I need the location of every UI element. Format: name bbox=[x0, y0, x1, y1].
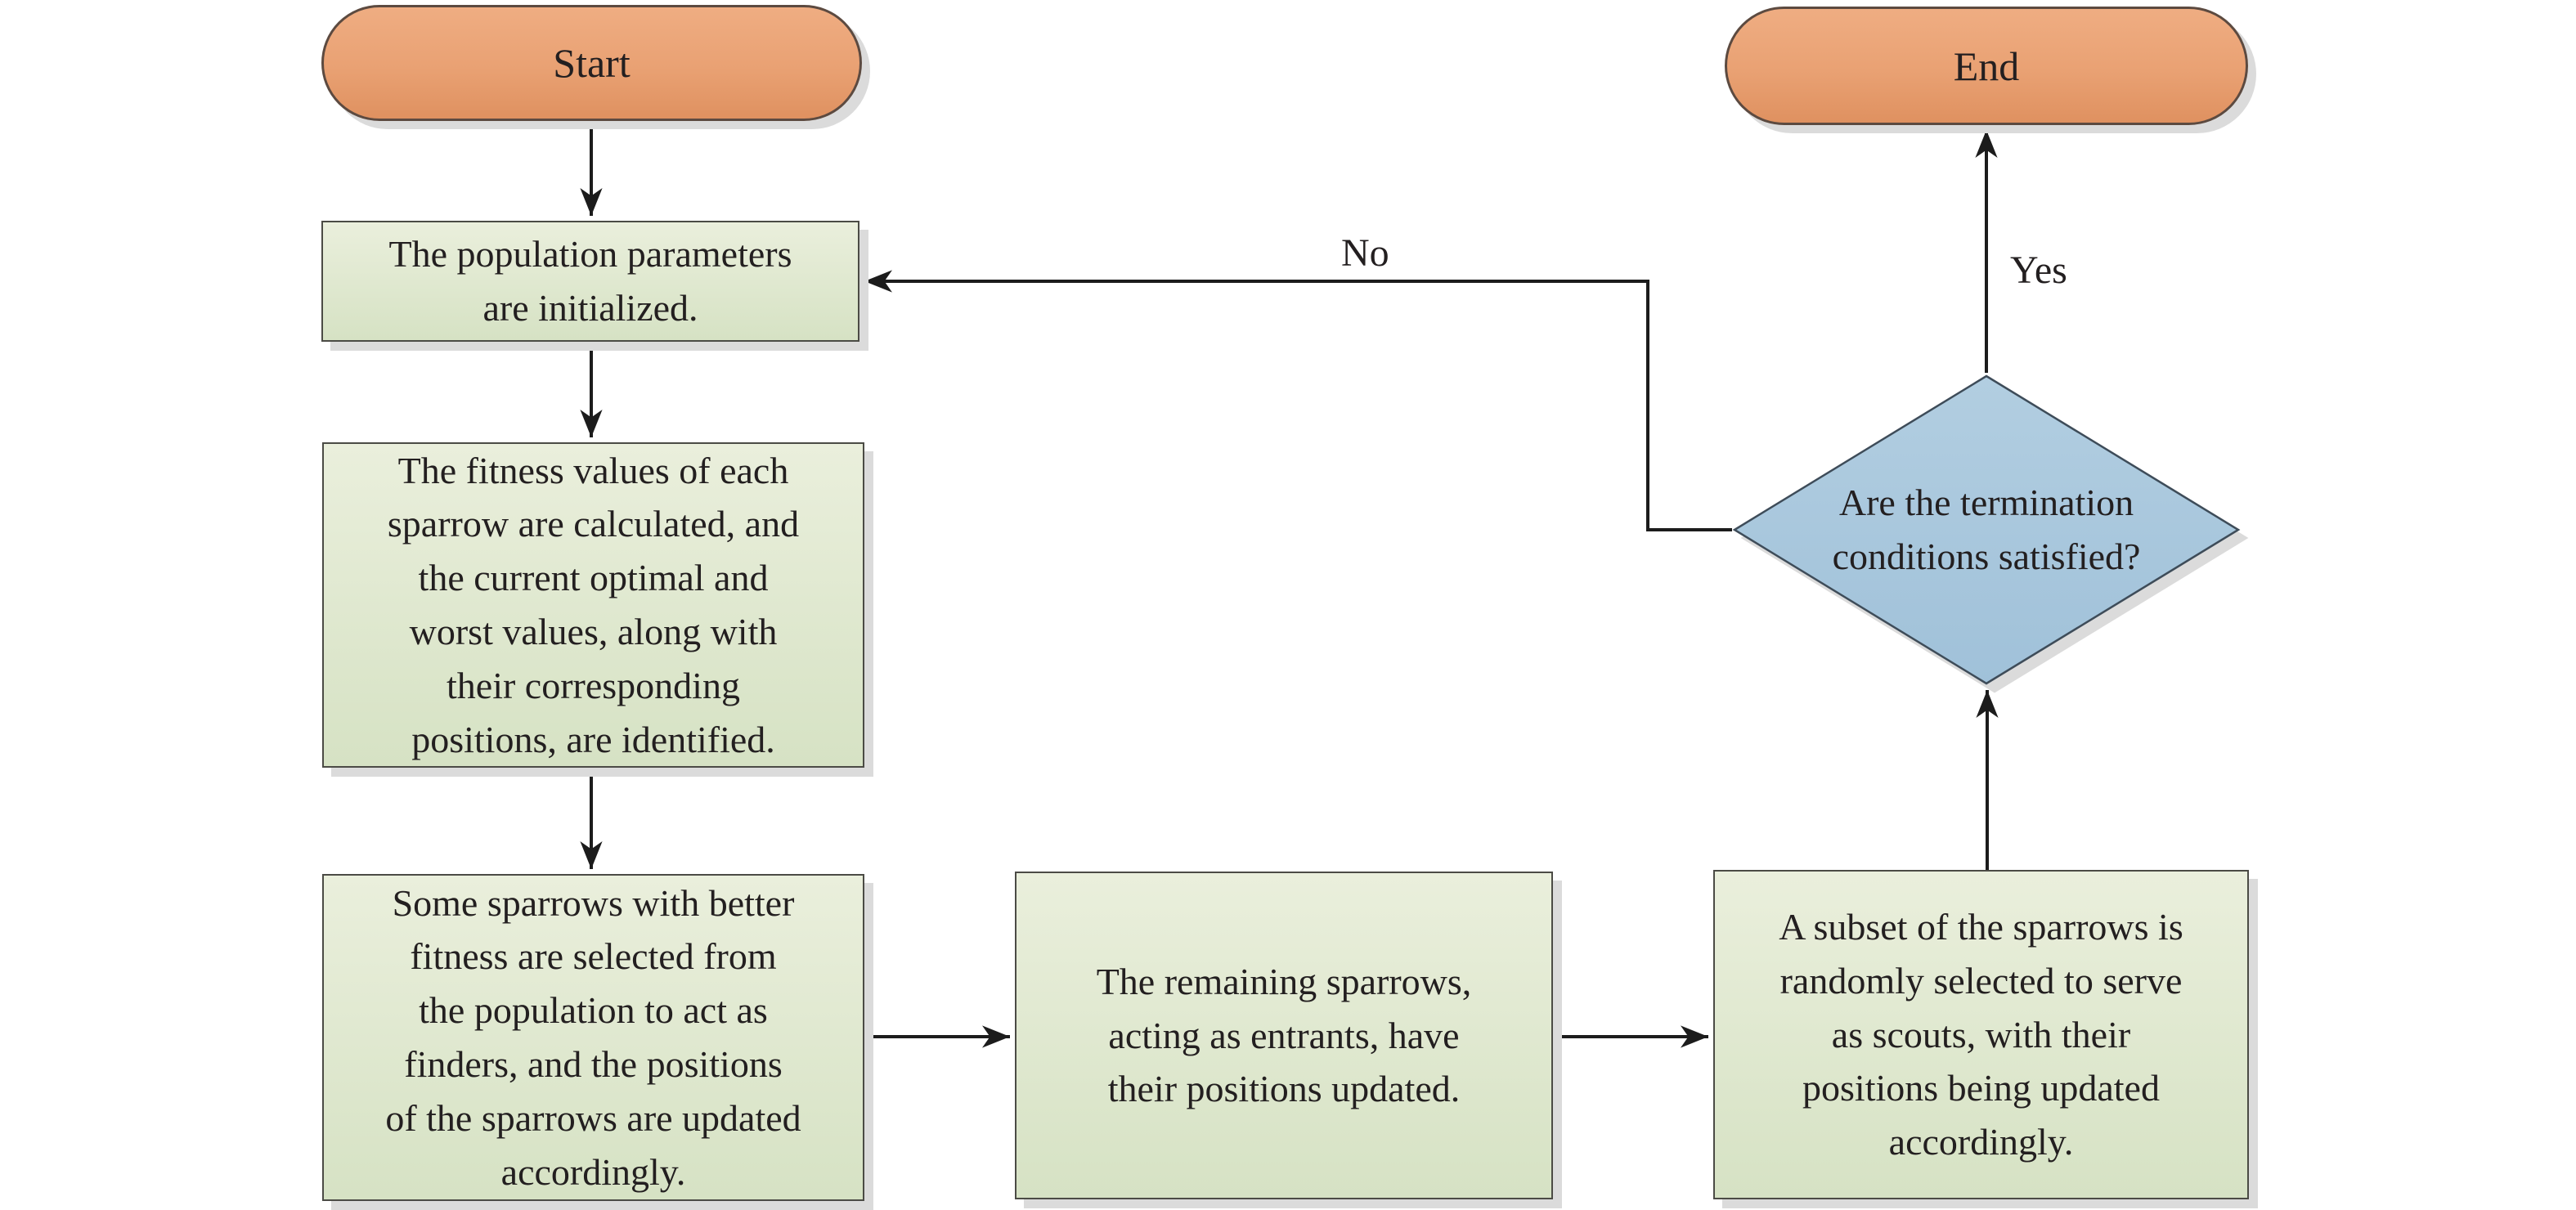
init-process-box: The population parameters are initialize… bbox=[321, 221, 859, 342]
finders-process-box: Some sparrows with better fitness are se… bbox=[322, 874, 864, 1201]
end-label: End bbox=[1953, 43, 2020, 89]
decision-diamond-shape bbox=[1732, 374, 2241, 685]
fitness-process-box: The fitness values of each sparrow are c… bbox=[322, 442, 864, 768]
decision-label: Are the termination conditions satisfied… bbox=[1832, 482, 2141, 577]
diamond-polygon bbox=[1732, 374, 2241, 685]
edge-label-no: No bbox=[1341, 231, 1389, 275]
scouts-label: A subset of the sparrows is randomly sel… bbox=[1779, 906, 2183, 1163]
end-terminal: End bbox=[1725, 7, 2248, 125]
finders-label: Some sparrows with better fitness are se… bbox=[385, 881, 801, 1193]
decision-diamond: Are the termination conditions satisfied… bbox=[1732, 374, 2241, 685]
start-terminal: Start bbox=[321, 5, 862, 121]
scouts-process-box: A subset of the sparrows is randomly sel… bbox=[1713, 870, 2249, 1199]
init-label: The population parameters are initialize… bbox=[388, 233, 792, 329]
edge-label-yes: Yes bbox=[2010, 249, 2067, 292]
fitness-label: The fitness values of each sparrow are c… bbox=[387, 449, 800, 760]
entrants-label: The remaining sparrows, acting as entran… bbox=[1096, 960, 1472, 1110]
arrow-decision-no-to-init bbox=[864, 270, 1732, 531]
entrants-process-box: The remaining sparrows, acting as entran… bbox=[1015, 872, 1553, 1199]
start-label: Start bbox=[553, 40, 631, 86]
